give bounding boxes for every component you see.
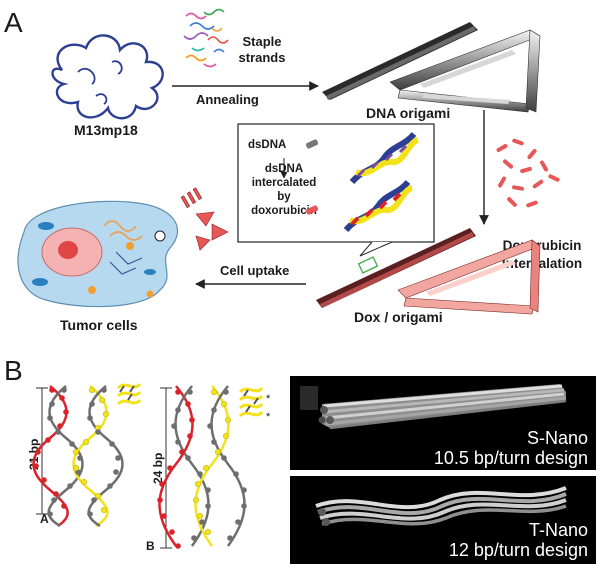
tumor-cell-icon [17,200,179,308]
helix-diagram-b: 24 bp * * B [146,385,271,553]
staple-strands-icon [183,8,229,68]
inset-pointer [359,241,393,257]
bp24-label: 24 bp [151,453,165,484]
s-nano-title: S-Nano [527,428,588,448]
t-nano-design: 12 bp/turn design [449,540,588,560]
sub-label-a: A [40,512,49,526]
t-nano-bundle-icon [315,486,567,526]
m13-inner-loops [77,60,123,105]
tumor-label: Tumor cells [60,317,138,333]
t-nano-panel: T-Nano 12 bp/turn design [290,476,596,564]
m13-label: M13mp18 [74,122,138,138]
staple-label-line2: strands [239,50,286,65]
staple-label-line1: Staple [242,34,281,49]
doxorubicin-molecules-icon [496,138,560,208]
origami-triangles-icon [180,187,229,251]
star-mark-2: * [266,411,271,423]
sub-label-b: B [146,539,155,553]
m13-scaffold-icon [51,34,164,120]
s-nano-bundle-icon [318,384,567,430]
dna-origami-structure [322,22,541,113]
inset-line2: intercalated [252,177,317,189]
inset-line4: doxorubicin [251,205,317,217]
cell-uptake-label: Cell uptake [220,263,289,278]
intercalation-inset: dsDNA dsDNA intercalated by doxorubicin [237,123,435,257]
dsdna-helix-icon [349,131,420,185]
inset-dsdna-label: dsDNA [248,139,286,151]
s-nano-panel: S-Nano 10.5 bp/turn design [290,376,596,470]
annealing-label: Annealing [196,92,259,107]
star-mark-1: * [266,393,271,405]
panel-a-label: A [4,7,23,38]
inset-line1: dsDNA [265,163,303,175]
inset-line3: by [277,191,291,203]
helix-a-inset-icon [116,382,142,406]
dsdna-pill-icon [305,139,319,149]
dox-origami-label: Dox / origami [354,309,443,325]
dox-label-line2: Intercalation [502,256,582,271]
highlight-box [357,256,379,274]
helix-b-inset-icon [238,386,264,418]
bp21-label: 21 bp [27,439,41,470]
panel-b-label: B [4,355,23,386]
s-nano-design: 10.5 bp/turn design [434,448,588,468]
dox-intercalated-helix-icon [343,179,414,233]
origami-label: DNA origami [366,105,450,121]
helix-diagram-a: 21 bp A [27,382,142,528]
t-nano-title: T-Nano [529,520,588,540]
dox-pill-icon [305,205,319,215]
dox-origami-structure [316,228,541,315]
